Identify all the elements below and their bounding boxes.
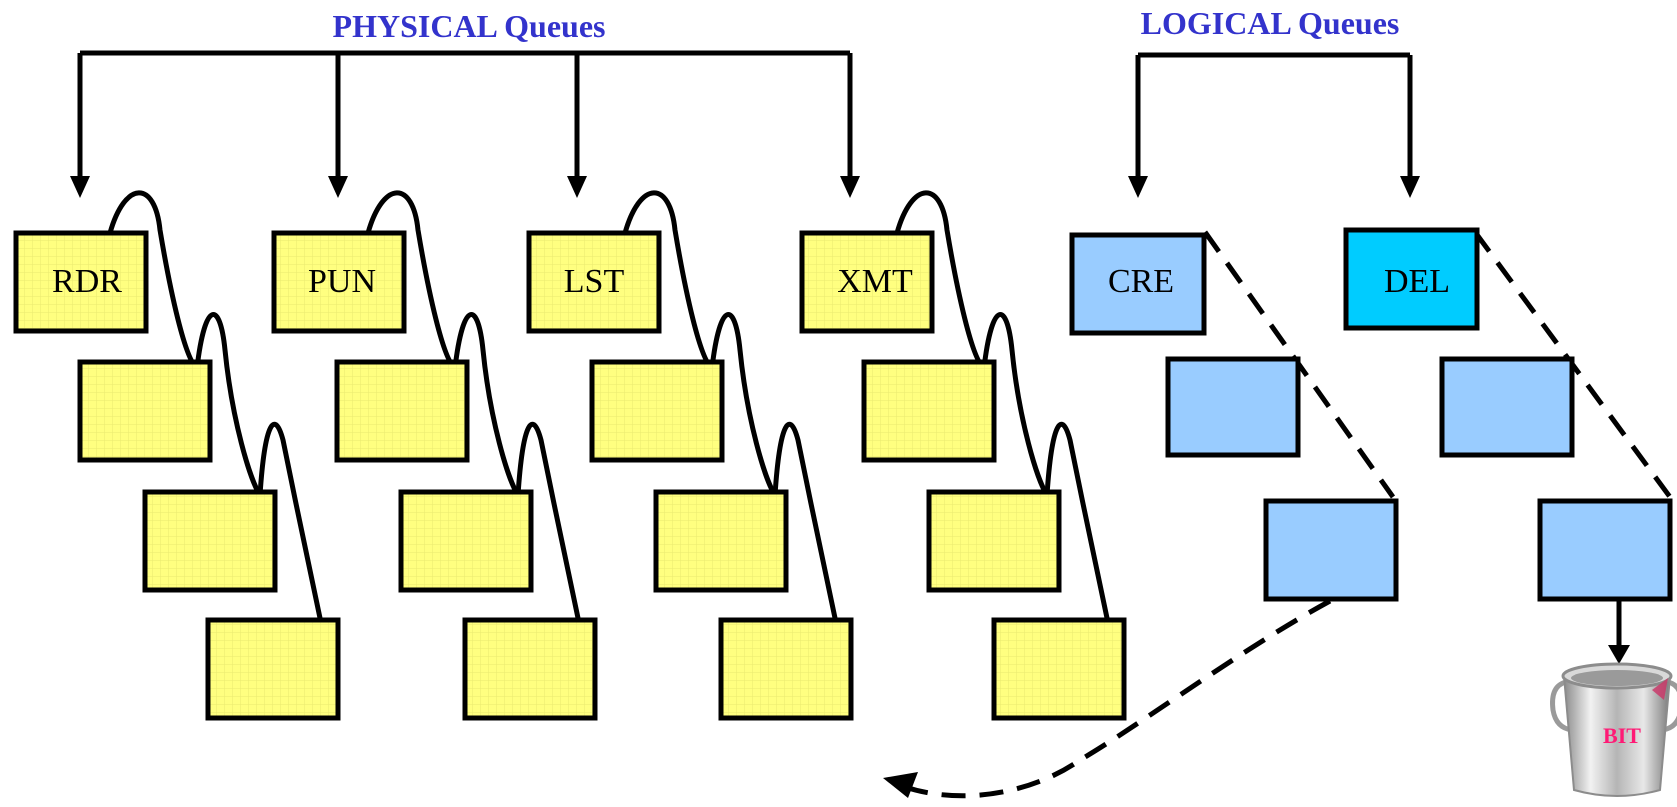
- queue-head-label: LST: [564, 263, 625, 300]
- queue-entry: [589, 359, 725, 463]
- queue-entry: [926, 489, 1062, 593]
- chain-link: [622, 190, 714, 371]
- bit-bucket-icon: BIT: [1550, 662, 1677, 797]
- queue-entry: [1165, 356, 1301, 458]
- chain-link: [452, 312, 521, 497]
- queue-entry: [1263, 498, 1399, 602]
- queue-head-label: PUN: [308, 263, 376, 300]
- queue-entry: [398, 489, 534, 593]
- queue-entry: [1537, 498, 1673, 602]
- chain-link: [194, 312, 263, 497]
- del-to-bucket-arrow: [1608, 600, 1630, 664]
- queue-entry: [205, 617, 341, 721]
- queue-entry: [718, 617, 854, 721]
- physical-queue-xmt: XMT: [799, 190, 1127, 721]
- chain-link: [709, 312, 778, 497]
- queue-head-label: CRE: [1108, 263, 1174, 300]
- return-arrowhead-icon: [883, 772, 918, 798]
- bucket-label: BIT: [1603, 723, 1641, 748]
- chain-link: [515, 421, 581, 619]
- queue-head-label: XMT: [837, 263, 913, 300]
- queue-head-label: DEL: [1384, 263, 1450, 300]
- logical-bracket-arrowheads: [1128, 176, 1420, 198]
- queue-entry: [1439, 356, 1575, 458]
- queue-head-cre: [1069, 232, 1207, 336]
- queue-entry: [991, 617, 1127, 721]
- queue-head-xmt: [799, 230, 935, 334]
- chain-link: [365, 190, 457, 371]
- arrowhead-cre-icon: [1128, 176, 1148, 198]
- queue-head-lst: [526, 230, 662, 334]
- queue-head-del: [1343, 227, 1480, 331]
- arrowhead-del-icon: [1400, 176, 1420, 198]
- queue-head-rdr: [13, 230, 149, 334]
- arrowhead-xmt-icon: [840, 176, 860, 198]
- physical-bracket: [77, 50, 853, 178]
- arrowhead-pun-icon: [328, 176, 348, 198]
- physical-queues-title: PHYSICAL Queues: [333, 8, 606, 44]
- chain-link: [772, 421, 838, 619]
- queue-entry: [77, 359, 213, 463]
- logical-queue-cre: CRE: [1069, 230, 1399, 602]
- chain-link: [981, 312, 1050, 497]
- queue-entry: [462, 617, 598, 721]
- queue-entry: [861, 359, 997, 463]
- return-arrow: [883, 598, 1332, 799]
- arrowhead-lst-icon: [567, 176, 587, 198]
- queue-head-label: RDR: [52, 263, 122, 300]
- chain-link: [894, 190, 986, 371]
- queue-entry: [334, 359, 470, 463]
- arrowhead-rdr-icon: [70, 176, 90, 198]
- chain-link: [107, 190, 199, 371]
- chain-link: [257, 421, 323, 619]
- queue-entry: [142, 489, 278, 593]
- chain-link: [1044, 421, 1110, 619]
- physical-queue-pun: PUN: [271, 190, 598, 721]
- arrowhead-bucket-icon: [1608, 645, 1630, 664]
- physical-queue-rdr: RDR: [13, 190, 341, 721]
- queue-entry: [653, 489, 789, 593]
- logical-queues-title: LOGICAL Queues: [1141, 5, 1400, 41]
- physical-queue-lst: LST: [526, 190, 854, 721]
- queue-head-pun: [271, 230, 407, 334]
- physical-bracket-arrowheads: [70, 176, 860, 198]
- logical-queue-del: DEL: [1343, 227, 1673, 602]
- logical-bracket: [1135, 52, 1413, 178]
